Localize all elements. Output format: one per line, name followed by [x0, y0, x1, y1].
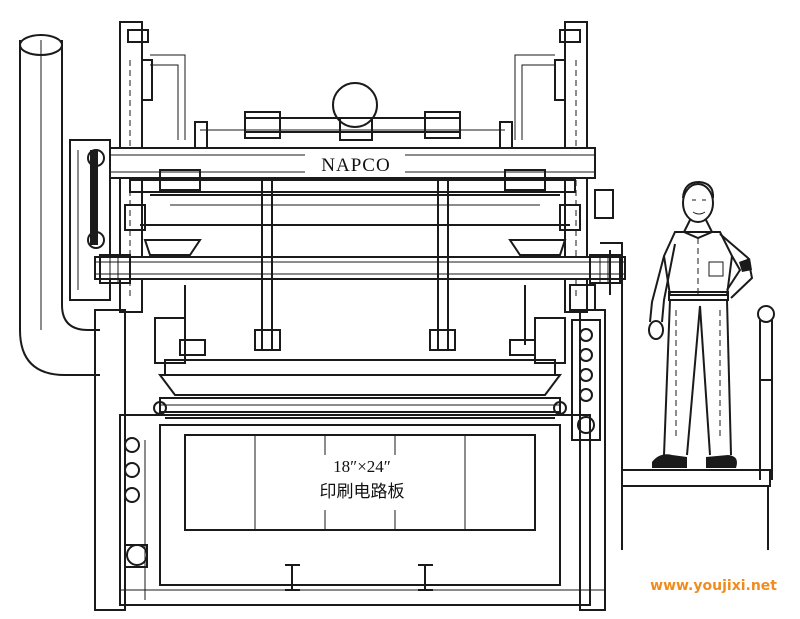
watermark-text: www.youjixi.net [650, 578, 777, 594]
brand-label: NAPCO [321, 155, 390, 176]
left-pipe [19, 34, 100, 376]
board-name-label: 印刷电路板 [320, 482, 405, 502]
left-chain-rail [69, 139, 111, 301]
machine-frame [94, 21, 626, 611]
board-size-label: 18″×24″ [333, 457, 391, 476]
operator-platform [600, 242, 775, 550]
operator-figure [648, 180, 754, 468]
pcb-board: 18″×24″ 印刷电路板 [184, 434, 536, 531]
